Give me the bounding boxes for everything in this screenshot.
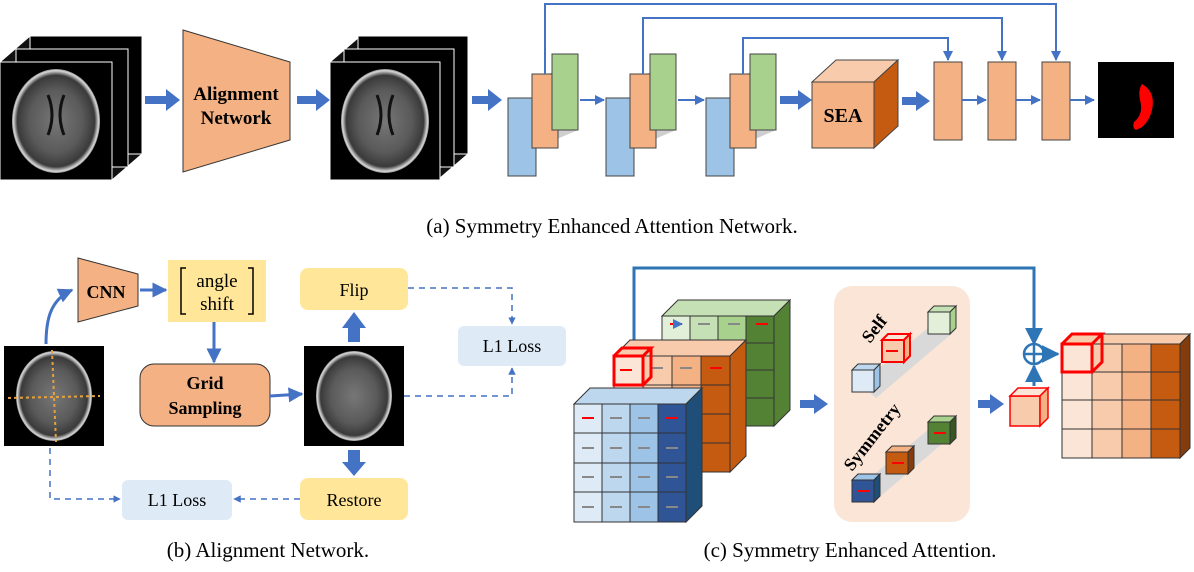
l1-loss-bottom: L1 Loss: [122, 480, 232, 520]
attention-box: Self Symmetry: [834, 286, 970, 522]
param-box: angle shift: [168, 260, 266, 322]
sea-label: SEA: [824, 105, 863, 127]
flip-block: Flip: [300, 268, 408, 310]
arrow-to-flip: [342, 312, 366, 328]
decoder-block-1: [933, 61, 963, 141]
symmetry-cubes: [850, 414, 958, 504]
caption-c: (c) Symmetry Enhanced Attention.: [704, 538, 997, 562]
cnn-label: CNN: [87, 282, 126, 302]
input-ct-stack: [0, 34, 144, 182]
arrow-c1: [814, 394, 828, 414]
caption-a: (a) Symmetry Enhanced Attention Network.: [426, 214, 798, 238]
alignment-network-label-2: Network: [201, 108, 272, 129]
encoder-block-3: [705, 53, 777, 177]
arrow-c2: [990, 394, 1004, 414]
skip-connections: [544, 3, 1061, 74]
grid-label-1: Grid: [186, 373, 223, 393]
alignment-network-label-1: Alignment: [193, 84, 279, 105]
arrow-to-restore: [342, 462, 366, 476]
grid-label-2: Sampling: [168, 398, 241, 418]
arrow-a3: [488, 89, 502, 111]
panel-c: Self Symmetry: [572, 266, 1192, 562]
l1-loss-top: L1 Loss: [458, 326, 566, 366]
restore-block: Restore: [300, 478, 408, 520]
l1-loss-bottom-label: L1 Loss: [148, 490, 207, 510]
alignment-network-block: Alignment Network: [182, 29, 291, 173]
l1-loss-top-label: L1 Loss: [483, 336, 542, 356]
sea-block: SEA: [810, 58, 900, 150]
param-shift: shift: [200, 294, 235, 315]
residual-connection: [632, 266, 1043, 346]
grid-sampling-block: Grid Sampling: [139, 363, 271, 427]
arrow-a1: [166, 89, 180, 111]
self-cubes: [850, 304, 958, 394]
add-node: [1022, 342, 1046, 366]
panel-a: Alignment Network: [0, 3, 1174, 238]
flip-label: Flip: [339, 280, 368, 300]
attention-output-cube: [1008, 386, 1050, 428]
panel-b: CNN angle shift Grid Sampling: [4, 257, 566, 562]
input-ct-crosshair: [4, 346, 104, 446]
output-mask: [1098, 62, 1174, 138]
decoder-block-3: [1041, 61, 1071, 141]
restore-label: Restore: [327, 490, 382, 510]
caption-b: (b) Alignment Network.: [167, 538, 369, 562]
encoder-block-1: [507, 53, 579, 177]
aligned-ct: [304, 346, 404, 446]
blue-tensor: [572, 386, 704, 524]
aligned-ct-stack: [328, 35, 470, 181]
loss-connectors: [49, 287, 516, 503]
cnn-block: CNN: [77, 257, 139, 323]
encoder-block-2: [605, 53, 677, 177]
output-tensor: [1060, 332, 1192, 460]
arrow-a2: [316, 89, 330, 111]
decoder-block-2: [987, 61, 1017, 141]
param-angle: angle: [196, 271, 237, 292]
